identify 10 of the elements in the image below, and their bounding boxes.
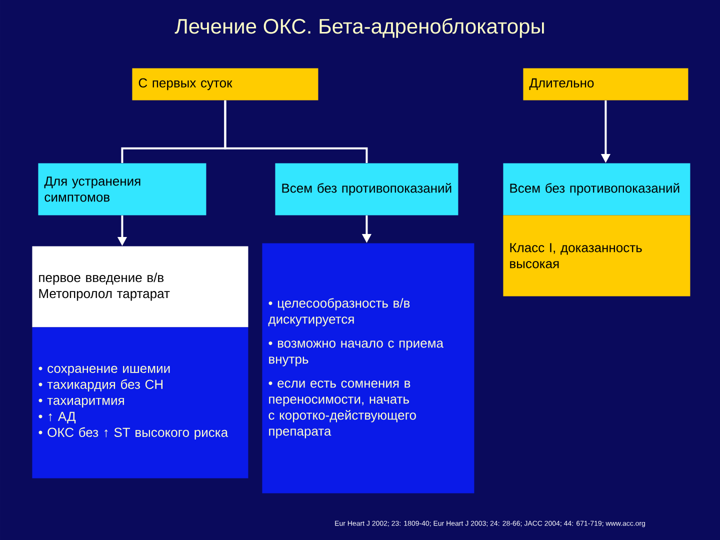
note-box: Класс I, доказанность высокая [503,215,690,296]
category-box: Всем без противопоказаний [503,163,690,216]
category-box: Для устранения симптомов [38,163,206,216]
heading-box: Длительно [523,68,688,100]
title: Лечение ОКС. Бета-адреноблокаторы [174,18,544,38]
category-box: Всем без противопоказаний [275,163,458,216]
heading-box: С первых суток [132,68,318,100]
drug-box: первое введение в/в Метопролол тартарат [32,246,248,328]
list-box: • целесообразность в/в дискутируется • возможно начало с приема внутрь • если есть сомнения в переносимости, начать с коротко-действующего препарата [262,243,474,494]
list-box: • сохранение ишемии • тахикардия без СН • тахиаритмия • ↑ АД • ОКС без ↑ ST высокого риска [32,327,248,478]
